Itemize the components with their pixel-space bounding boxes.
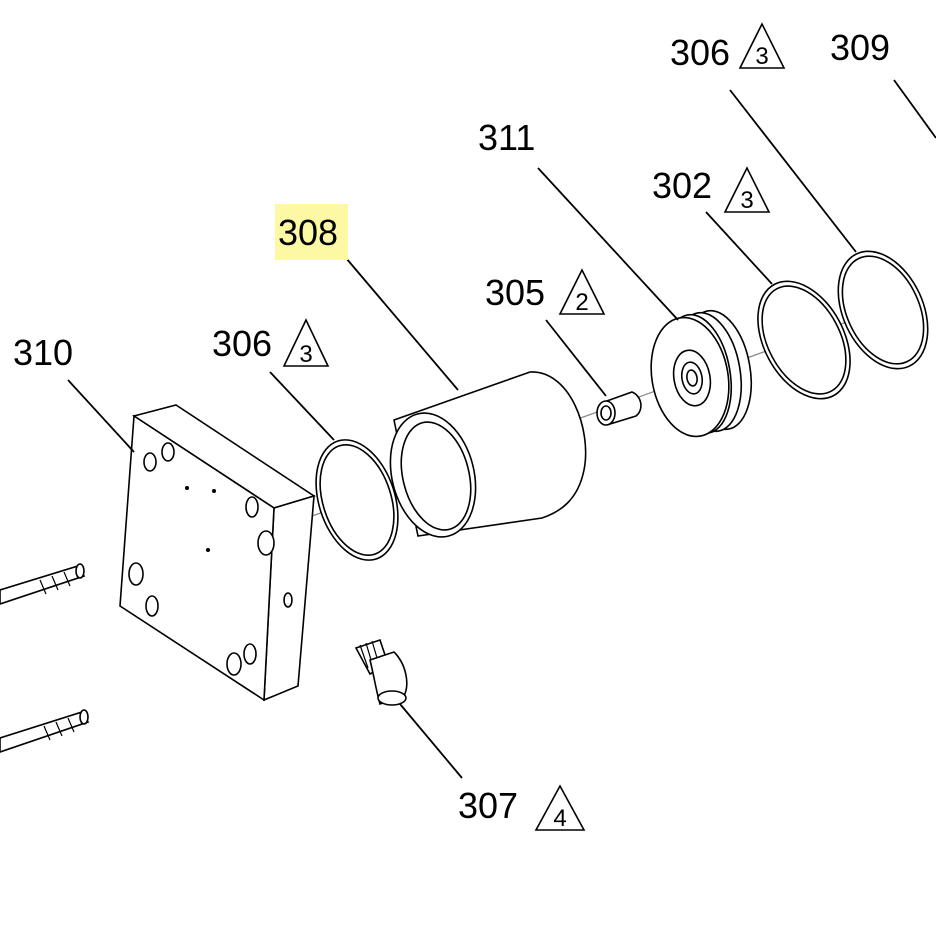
- warning-number: 3: [299, 341, 312, 368]
- o-ring-306-left: [315, 439, 399, 561]
- callout-label: 302: [652, 165, 712, 206]
- warning-number: 2: [575, 289, 588, 316]
- leader-309: [893, 79, 936, 139]
- highlight-308: [275, 204, 348, 260]
- callout-label: 308: [278, 212, 338, 253]
- warning-number: 3: [755, 43, 768, 70]
- leader-306-right: [729, 89, 857, 253]
- piston-311: [650, 309, 752, 438]
- leader-307: [399, 703, 463, 779]
- warning-triangle: [558, 268, 606, 315]
- leader-305: [545, 319, 607, 397]
- leader-310: [67, 379, 135, 453]
- callout-310: 310: [13, 332, 73, 373]
- callout-307: 307 4: [458, 784, 586, 832]
- elbow-fitting-307: [354, 638, 408, 706]
- callout-306-right: 306 3: [670, 22, 786, 73]
- callout-label: 306: [670, 32, 730, 73]
- callout-label: 309: [830, 27, 890, 68]
- callout-311: 311: [478, 117, 535, 158]
- warning-number: 3: [740, 187, 753, 214]
- warning-triangle: [723, 166, 771, 213]
- screw-305: [596, 391, 642, 426]
- callout-306-left: 306 3: [212, 318, 330, 368]
- tie-rod-upper: [0, 563, 86, 605]
- leader-lines: [67, 79, 936, 779]
- callout-label: 306: [212, 323, 272, 364]
- leader-302: [705, 211, 773, 285]
- leader-306-left: [269, 371, 335, 441]
- cylinder-308: [389, 371, 587, 538]
- callout-label: 310: [13, 332, 73, 373]
- tie-rod-lower: [0, 709, 90, 753]
- callout-label: 305: [485, 272, 545, 313]
- o-ring-306-right: [837, 250, 929, 370]
- warning-triangle: [282, 318, 330, 367]
- end-plate-310: [119, 404, 316, 702]
- leader-311: [537, 167, 679, 321]
- callout-305: 305 2: [485, 268, 606, 316]
- callout-302: 302 3: [652, 165, 771, 214]
- warning-triangle: [738, 22, 786, 69]
- o-ring-302: [757, 280, 851, 400]
- callout-308: 308: [278, 212, 338, 253]
- callout-label: 311: [478, 117, 535, 158]
- warning-number: 4: [553, 805, 566, 832]
- warning-triangle: [534, 784, 586, 831]
- callout-label: 307: [458, 785, 518, 826]
- callout-309: 309: [830, 27, 890, 68]
- leader-308: [345, 257, 459, 391]
